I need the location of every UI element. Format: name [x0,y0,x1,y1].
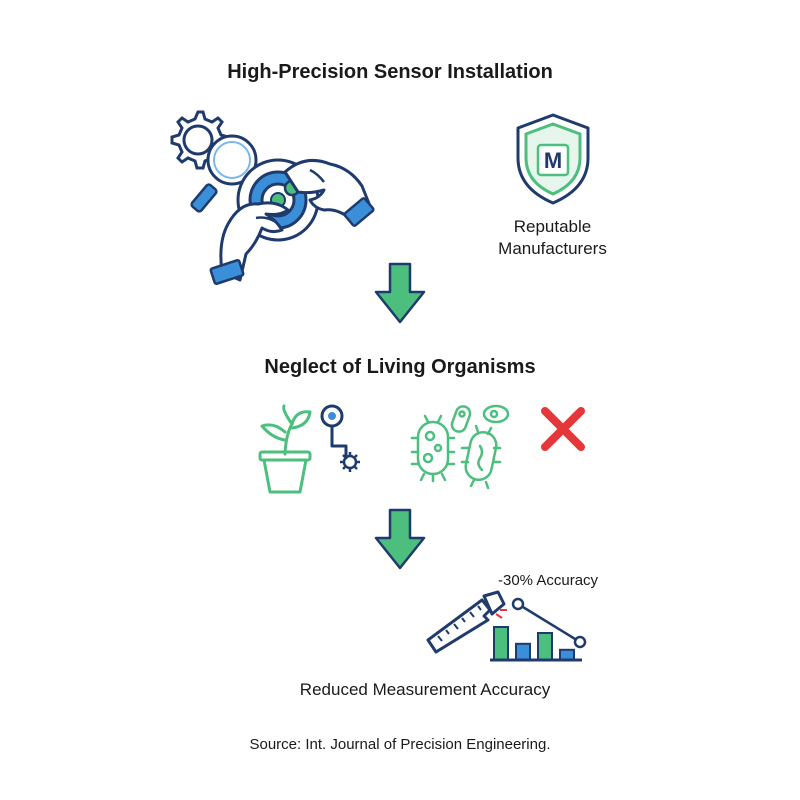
source-note: Source: Int. Journal of Precision Engine… [249,736,551,753]
declining-bar-chart-icon [490,597,587,662]
potted-plant-icon [258,404,312,494]
accuracy-change-label: -30% Accuracy [498,572,599,589]
broken-ruler-icon [426,590,507,654]
trend-point-end [573,635,587,649]
sensor-probe-icon [320,404,360,472]
step2-title: Neglect of Living Organisms [264,356,536,378]
hands-sensor-gears-icon [170,110,375,285]
manufacturers-label-line2: Manufacturers [498,239,607,258]
arrow-down-icon [374,262,426,324]
reduced-accuracy-label: Reduced Measurement Accuracy [299,680,551,699]
chart-bar [493,626,509,661]
manufacturers-label: Reputable Manufacturers [480,216,625,260]
chart-bar [559,648,575,661]
trend-line [517,602,581,644]
trend-point-start [511,597,525,611]
red-x-icon [541,407,585,451]
arrow-down-icon [374,508,426,570]
step1-title: High-Precision Sensor Installation [227,61,553,83]
shield-icon: M [516,113,590,205]
manufacturers-label-line1: Reputable [513,217,592,236]
chart-bar [515,642,531,661]
microorganisms-icon [410,404,510,490]
shield-letter: M [544,148,562,173]
chart-bar [537,632,553,661]
